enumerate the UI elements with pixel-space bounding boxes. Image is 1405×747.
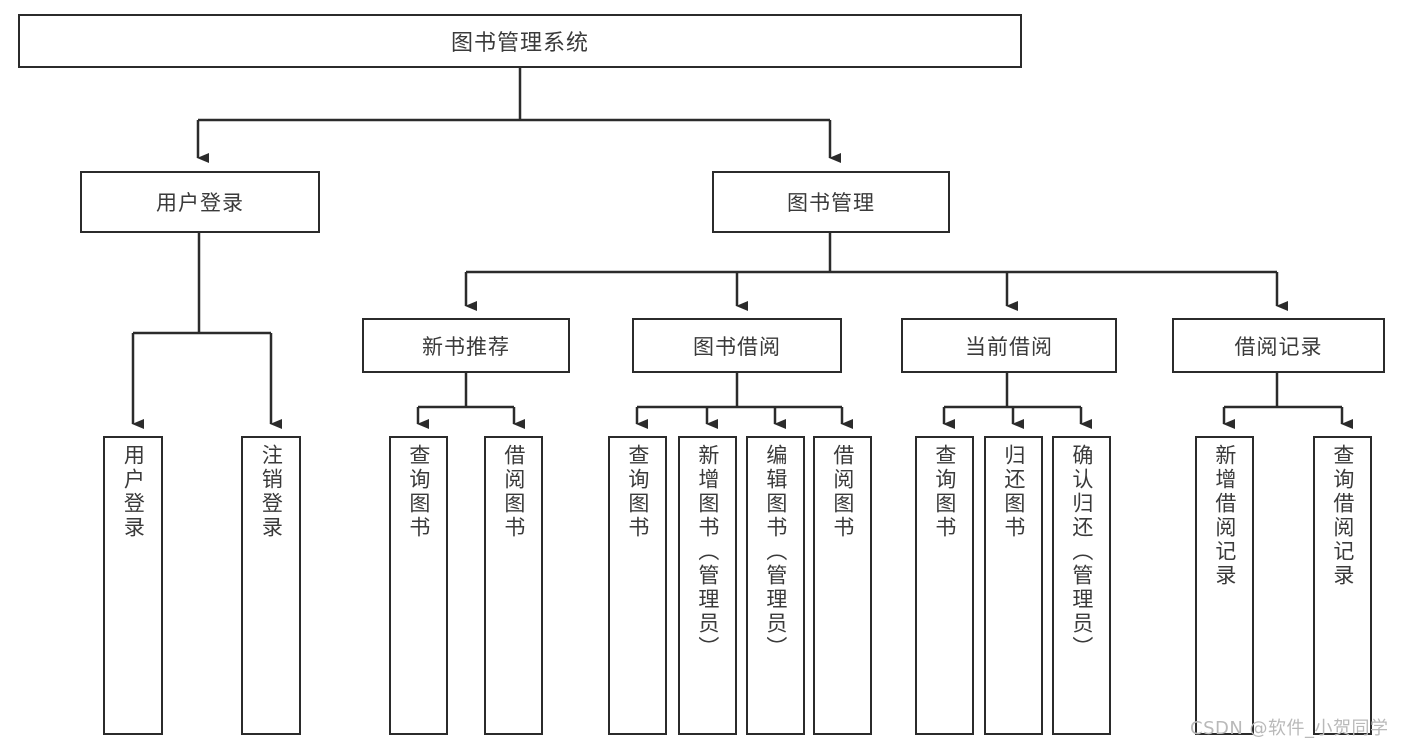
leaf-label: 编辑图书（管理员） xyxy=(763,444,788,660)
leaf-book-borrow-query[interactable]: 查询图书 xyxy=(608,436,667,735)
leaf-borrow-record-add[interactable]: 新增借阅记录 xyxy=(1195,436,1254,735)
leaf-current-borrow-return[interactable]: 归还图书 xyxy=(984,436,1043,735)
leaf-current-borrow-confirm-return[interactable]: 确认归还（管理员） xyxy=(1052,436,1111,735)
node-new-book-recommend[interactable]: 新书推荐 xyxy=(362,318,570,373)
leaf-book-borrow-add[interactable]: 新增图书（管理员） xyxy=(678,436,737,735)
leaf-label: 用户登录 xyxy=(121,444,146,540)
leaf-book-borrow-borrow[interactable]: 借阅图书 xyxy=(813,436,872,735)
leaf-current-borrow-query[interactable]: 查询图书 xyxy=(915,436,974,735)
leaf-label: 新增借阅记录 xyxy=(1212,444,1237,588)
leaf-borrow-record-query[interactable]: 查询借阅记录 xyxy=(1313,436,1372,735)
leaf-label: 查询图书 xyxy=(932,444,957,540)
leaf-label: 查询借阅记录 xyxy=(1330,444,1355,588)
node-root-library-system[interactable]: 图书管理系统 xyxy=(18,14,1022,68)
leaf-book-borrow-edit[interactable]: 编辑图书（管理员） xyxy=(746,436,805,735)
node-current-borrow[interactable]: 当前借阅 xyxy=(901,318,1117,373)
leaf-label: 借阅图书 xyxy=(830,444,855,540)
leaf-label: 确认归还（管理员） xyxy=(1069,444,1094,660)
leaf-label: 归还图书 xyxy=(1001,444,1026,540)
node-book-borrow[interactable]: 图书借阅 xyxy=(632,318,842,373)
node-borrow-record[interactable]: 借阅记录 xyxy=(1172,318,1385,373)
leaf-user-login-login[interactable]: 用户登录 xyxy=(103,436,163,735)
leaf-label: 注销登录 xyxy=(259,444,284,540)
leaf-new-book-borrow[interactable]: 借阅图书 xyxy=(484,436,543,735)
leaf-new-book-query[interactable]: 查询图书 xyxy=(389,436,448,735)
leaf-label: 新增图书（管理员） xyxy=(695,444,720,660)
leaf-user-login-logout[interactable]: 注销登录 xyxy=(241,436,301,735)
watermark-text: CSDN @软件_小贺同学 xyxy=(1190,718,1389,739)
leaf-label: 查询图书 xyxy=(625,444,650,540)
leaf-label: 查询图书 xyxy=(406,444,431,540)
node-user-login[interactable]: 用户登录 xyxy=(80,171,320,233)
node-book-management[interactable]: 图书管理 xyxy=(712,171,950,233)
leaf-label: 借阅图书 xyxy=(501,444,526,540)
